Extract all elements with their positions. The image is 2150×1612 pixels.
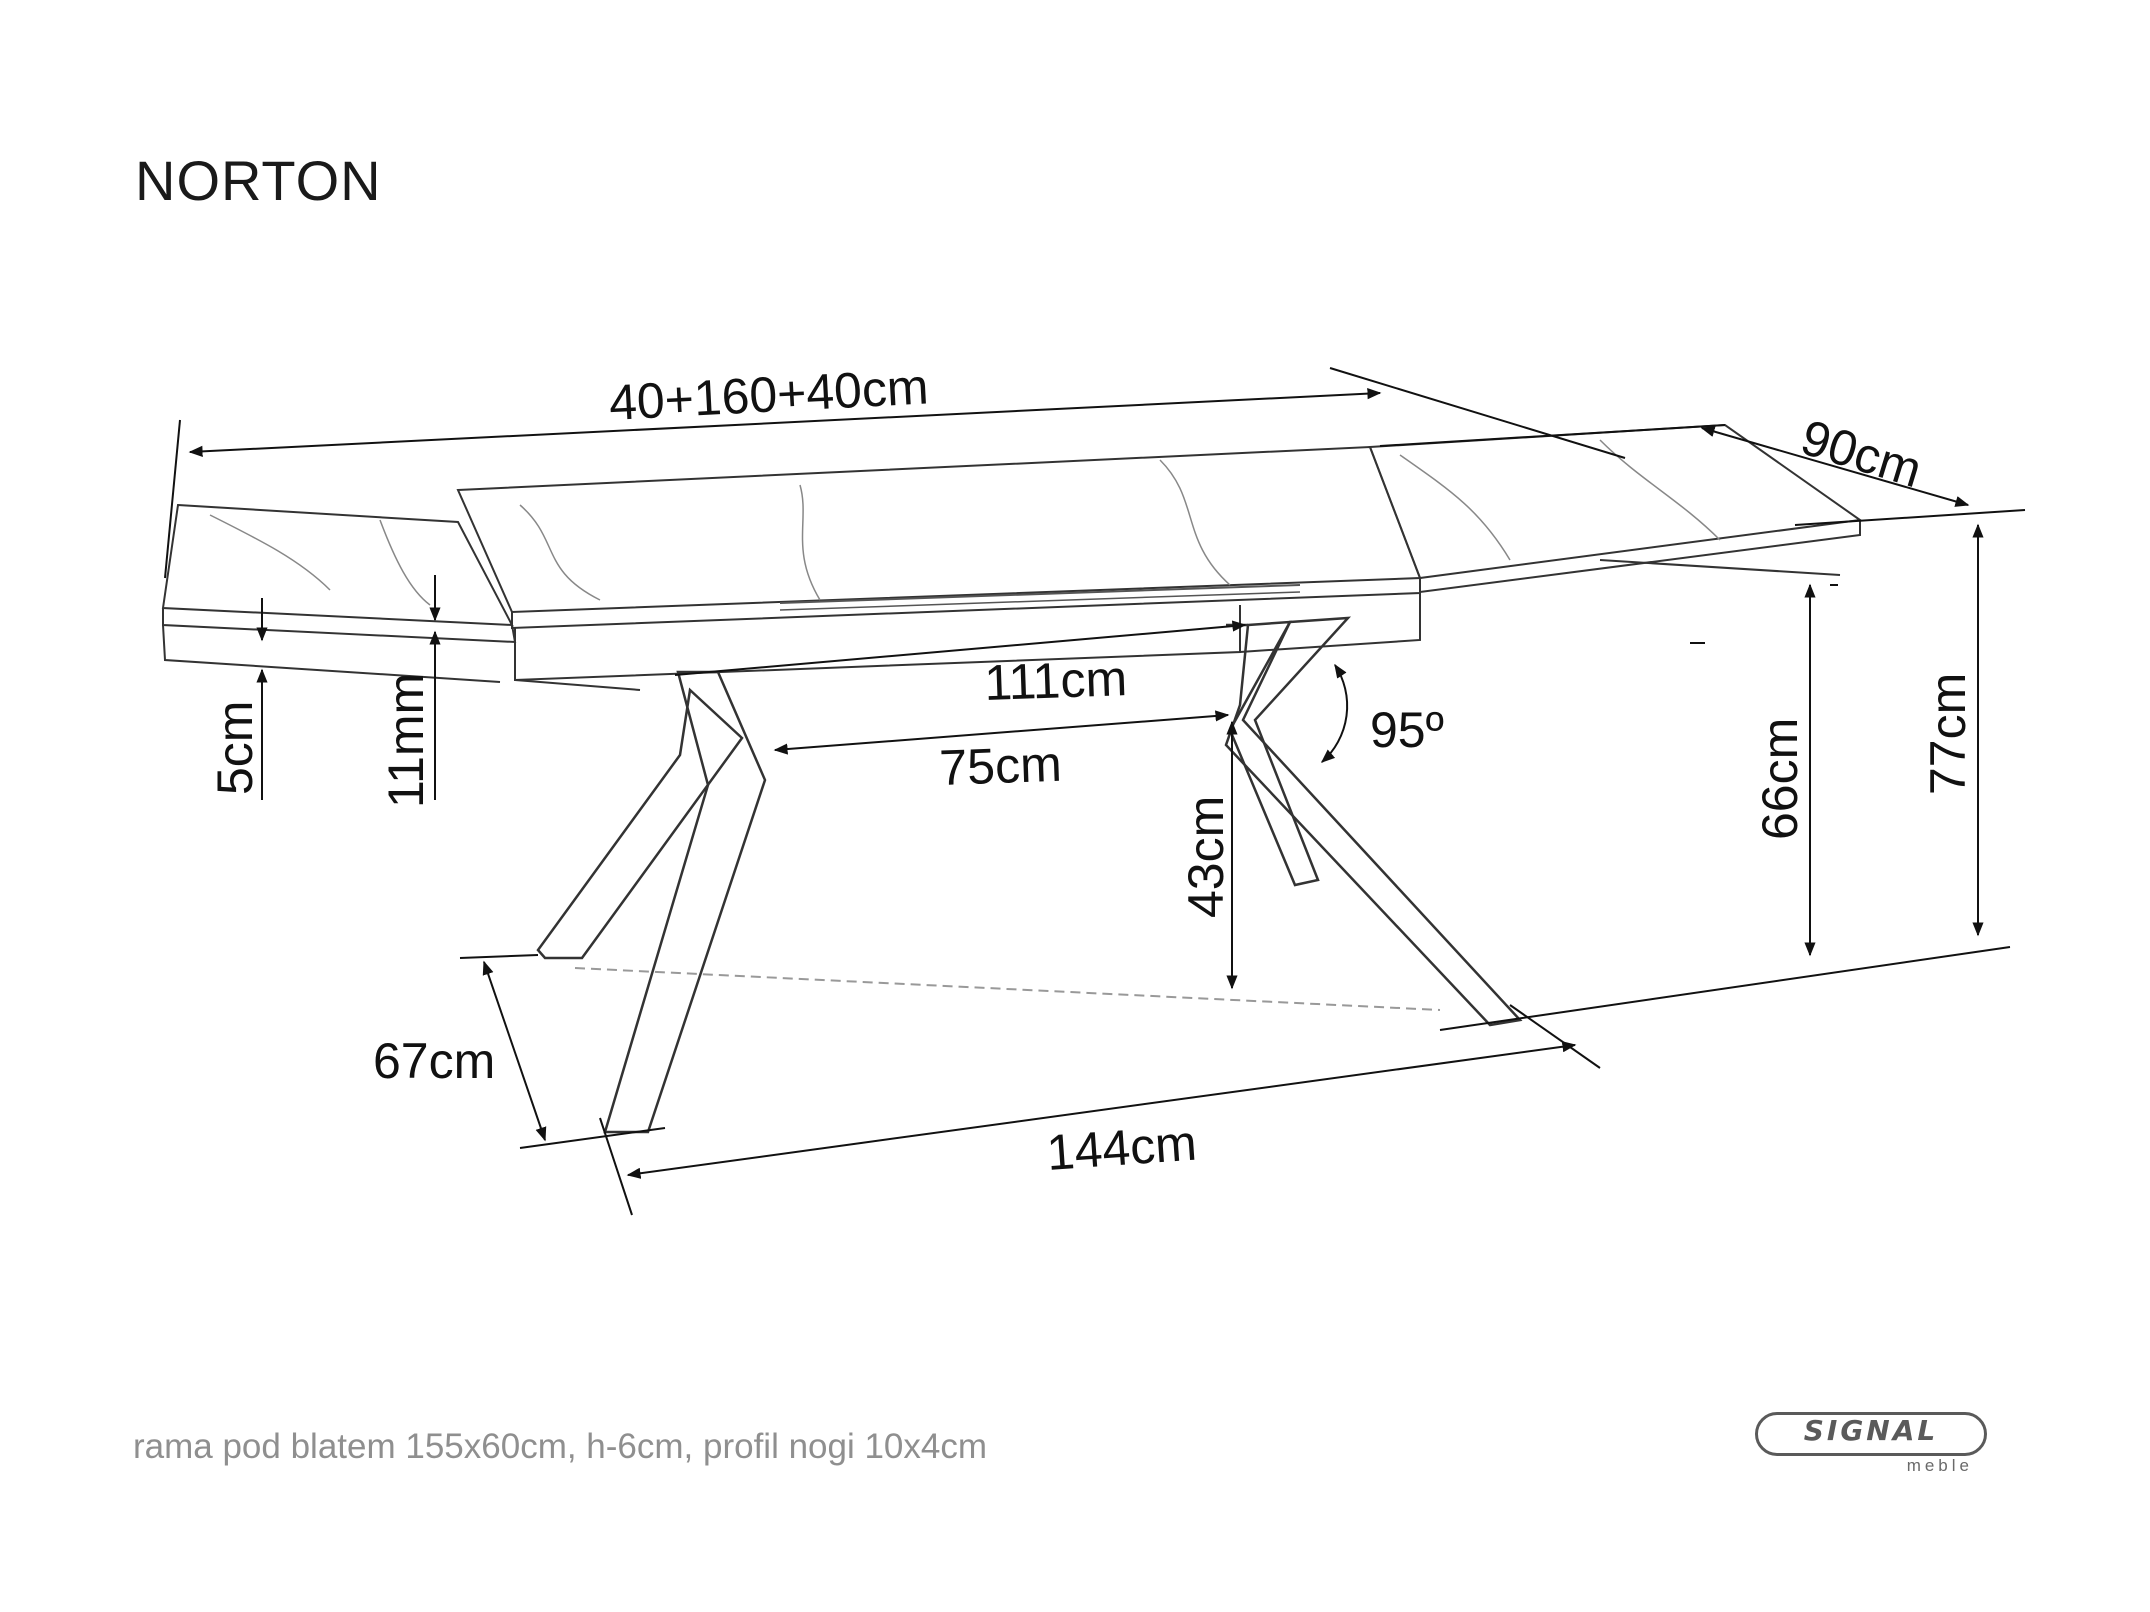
dim-line-leg-span-top [674, 620, 1247, 676]
label-width: 90cm [1795, 409, 1928, 498]
dim-arc-angle [1320, 663, 1349, 763]
label-angle: 95º [1370, 702, 1444, 758]
label-clearance-height: 66cm [1752, 718, 1808, 840]
floor-diagonal [574, 967, 1441, 1011]
dimension-labels: 40+160+40cm 90cm 77cm 66cm 5cm 11mm 111c… [207, 358, 1976, 1181]
label-length-extended: 40+160+40cm [608, 358, 930, 431]
label-leg-span-inner: 75cm [938, 736, 1062, 796]
dimension-lines [164, 367, 2026, 1216]
dim-line-base-depth [482, 960, 547, 1142]
leg-back-left [536, 687, 744, 960]
label-base-depth: 67cm [373, 1033, 495, 1089]
label-top-thickness: 11mm [378, 673, 434, 808]
dim-line-length [188, 388, 1382, 457]
central-top [456, 445, 1422, 614]
leg-back-right [1228, 616, 1352, 887]
right-extension-leaf [1368, 423, 1863, 580]
product-title: NORTON [135, 149, 382, 212]
label-leg-cross-height: 43cm [1178, 796, 1234, 918]
logo-badge [1755, 1412, 1987, 1456]
label-leg-span-top: 111cm [983, 650, 1128, 711]
left-leaf-edge [162, 608, 517, 644]
frame-spec-note: rama pod blatem 155x60cm, h-6cm, profil … [133, 1427, 988, 1466]
right-leaf-underside [1599, 559, 1841, 576]
dim-line-base-length [626, 1041, 1577, 1179]
table-top [161, 423, 1863, 683]
left-extension-leaf [161, 503, 514, 627]
logo-brand: SIGNAL [1803, 1414, 1939, 1447]
right-leaf-edge [1419, 520, 1861, 594]
signal-logo: SIGNAL meble [1755, 1412, 1995, 1475]
label-height-total: 77cm [1920, 673, 1976, 795]
logo-sub: meble [1906, 1456, 1973, 1475]
label-frame-height: 5cm [207, 701, 263, 795]
dim-line-width [1700, 426, 1970, 507]
left-leaf-underside [162, 624, 501, 683]
dim-line-leg-span-inner [773, 710, 1230, 755]
label-base-length: 144cm [1045, 1115, 1199, 1181]
